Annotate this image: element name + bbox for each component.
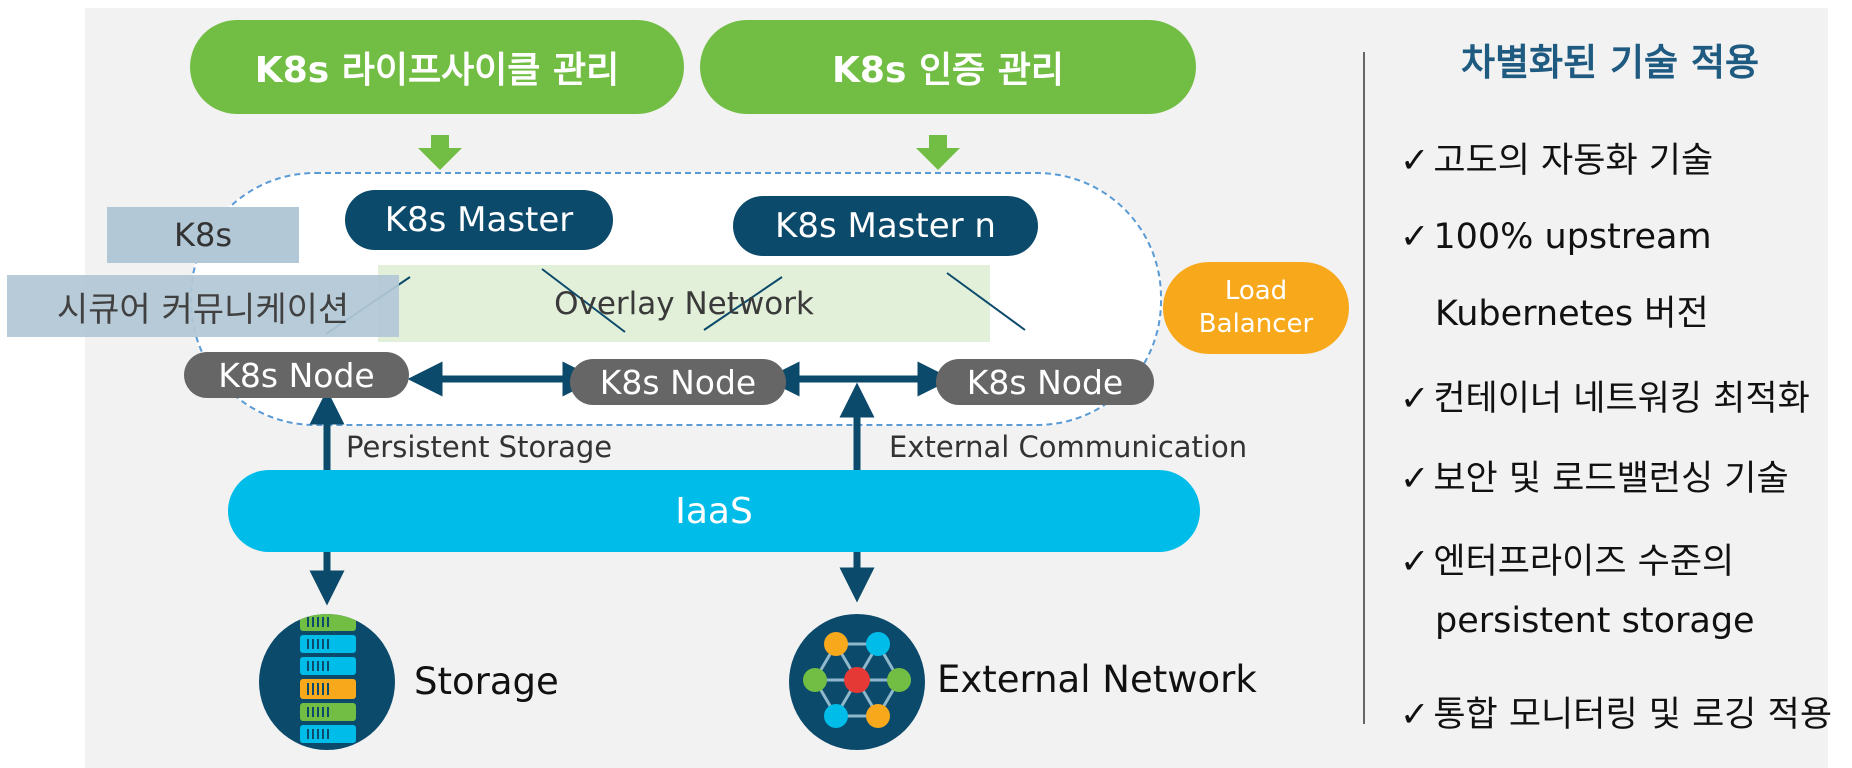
network-icon — [789, 614, 925, 750]
check-icon: ✓ — [1400, 217, 1430, 257]
overlay-link-line — [541, 268, 626, 333]
k8s-node-label: K8s Node — [966, 362, 1124, 402]
green-down-arrow-left — [418, 135, 462, 170]
load-balancer-line-2: Balancer — [1198, 309, 1314, 339]
secure-communication-tag: 시큐어 커뮤니케이션 — [7, 275, 399, 337]
auth-management-pill: K8s 인증 관리 — [700, 20, 1196, 114]
feature-text-continued: persistent storage — [1435, 601, 1755, 641]
persistent-storage-caption: Persistent Storage — [346, 430, 613, 464]
k8s-master-n-box: K8s Master n — [733, 196, 1038, 256]
divider-line — [1363, 52, 1365, 724]
check-icon: ✓ — [1400, 379, 1430, 419]
feature-text: 엔터프라이즈 수준의 — [1433, 542, 1735, 582]
feature-text: 컨테이너 네트워킹 최적화 — [1433, 379, 1810, 419]
load-balancer-badge: Load Balancer — [1163, 262, 1349, 354]
k8s-node-label: K8s Node — [599, 362, 757, 402]
feature-item: ✓통합 모니터링 및 로깅 적용 — [1400, 686, 1832, 737]
feature-text: 보안 및 로드밸런싱 기술 — [1433, 459, 1789, 499]
overlay-link-line — [703, 276, 783, 331]
lifecycle-management-pill: K8s 라이프사이클 관리 — [190, 20, 684, 114]
feature-text: 고도의 자동화 기술 — [1433, 141, 1714, 181]
k8s-node-label: K8s Node — [218, 355, 375, 395]
feature-item: ✓보안 및 로드밸런싱 기술 — [1400, 450, 1789, 501]
feature-item: ✓100% upstream — [1400, 217, 1712, 257]
feature-item: ✓고도의 자동화 기술 — [1400, 132, 1713, 183]
feature-text: 100% upstream — [1433, 217, 1712, 257]
storage-icon — [259, 614, 395, 750]
overlay-link-line — [946, 272, 1026, 331]
feature-text-continued: Kubernetes 버전 — [1435, 294, 1709, 334]
check-icon: ✓ — [1400, 695, 1430, 735]
k8s-node-3: K8s Node — [936, 359, 1154, 405]
differentiated-tech-title: 차별화된 기술 적용 — [1460, 41, 1760, 84]
auth-management-label: K8s 인증 관리 — [832, 50, 1064, 91]
k8s-node-2: K8s Node — [570, 359, 786, 405]
external-communication-caption: External Communication — [889, 430, 1248, 464]
feature-item: ✓컨테이너 네트워킹 최적화 — [1400, 370, 1810, 421]
overlay-network-area — [378, 265, 990, 342]
external-network-caption: External Network — [937, 658, 1257, 701]
storage-caption: Storage — [414, 660, 559, 703]
k8s-master-n-label: K8s Master n — [775, 206, 996, 246]
green-down-arrow-right — [916, 135, 960, 170]
iaas-label: IaaS — [675, 490, 753, 532]
check-icon: ✓ — [1400, 141, 1430, 181]
feature-item: ✓엔터프라이즈 수준의 — [1400, 533, 1734, 584]
k8s-tag: K8s — [107, 207, 299, 263]
check-icon: ✓ — [1400, 459, 1430, 499]
iaas-bar: IaaS — [228, 470, 1200, 552]
k8s-master-label: K8s Master — [384, 200, 574, 240]
lifecycle-management-label: K8s 라이프사이클 관리 — [254, 50, 620, 91]
k8s-master-box: K8s Master — [345, 190, 613, 250]
check-icon: ✓ — [1400, 542, 1430, 582]
overlay-network-label: Overlay Network — [554, 285, 814, 322]
feature-text: 통합 모니터링 및 로깅 적용 — [1433, 695, 1833, 735]
k8s-node-1: K8s Node — [184, 352, 409, 398]
load-balancer-line-1: Load — [1224, 276, 1288, 306]
